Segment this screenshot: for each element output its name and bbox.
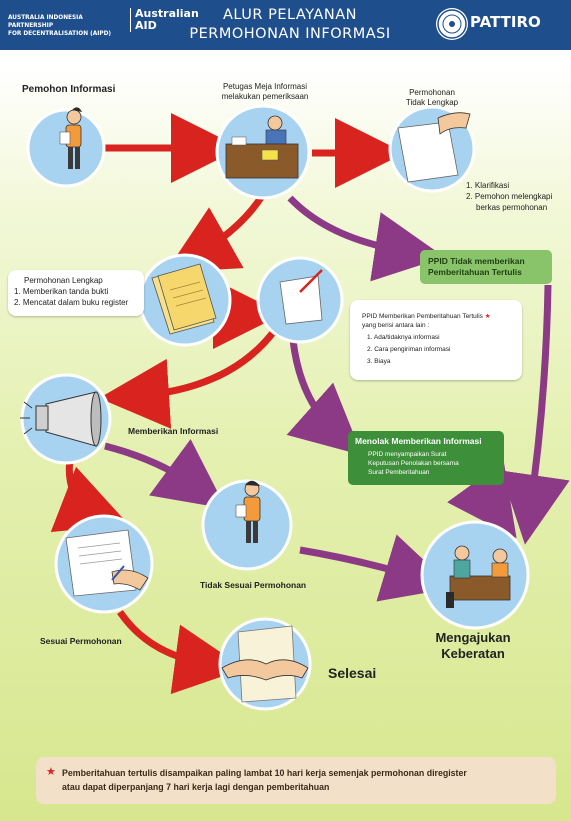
circle-pemohon: [26, 108, 106, 188]
keberatan-line-2: Keberatan: [441, 646, 505, 661]
klarifikasi-list: 1. Klarifikasi 2. Pemohon melengkapi ber…: [466, 180, 552, 213]
seal-icon: [437, 9, 467, 39]
label-tidak-sesuai: Tidak Sesuai Permohonan: [200, 580, 307, 590]
pattiro-logo-text: PATTIRO: [470, 13, 541, 31]
label-tidak-lengkap: Permohonan Tidak Lengkap: [396, 88, 468, 108]
partner-logo-text: AUSTRALIA INDONESIA PARTNERSHIP FOR DECE…: [8, 14, 128, 38]
footnote-box: ★ Pemberitahuan tertulis disampaikan pal…: [36, 757, 556, 804]
label-pemohon: Pemohon Informasi: [22, 84, 116, 95]
ppid-item-1: 1. Ada/tidaknya informasi: [367, 334, 440, 341]
pattiro-seal-logo: [436, 8, 468, 40]
pen-paper-icon: [279, 269, 323, 325]
klarifikasi-item-2a: 2. Pemohon melengkapi: [466, 192, 553, 201]
ppid-tidak-line-1: PPID Tidak memberikan: [428, 256, 525, 266]
arrow-memberikan-to-tidak-sesuai: [104, 439, 227, 509]
circle-keberatan: [420, 520, 530, 630]
menolak-line-1: PPID menyampaikan Surat: [368, 451, 447, 458]
objection-meeting-icon: [446, 545, 511, 608]
ppid-tidak-line-2: Pemberitahuan Tertulis: [428, 267, 522, 277]
ppid-memberikan-title: PPID Memberikan Pemberitahuan Tertulis ★: [362, 312, 491, 321]
klarifikasi-item-1: 1. Klarifikasi: [466, 181, 510, 190]
arrow-petugas-to-lengkap: [165, 194, 265, 273]
tidak-lengkap-line-2: Tidak Lengkap: [405, 98, 459, 107]
person-unsatisfied-icon: [235, 480, 261, 543]
tidak-lengkap-line-1: Permohonan: [409, 88, 455, 97]
arrow-petugas-to-ppid-tidak: [287, 195, 445, 282]
lengkap-callout: Permohonan Lengkap 1. Memberikan tanda b…: [8, 270, 144, 316]
arrow-tidak-sesuai-to-keberatan: [299, 534, 454, 602]
footnote-line-1: Pemberitahuan tertulis disampaikan palin…: [62, 768, 467, 778]
footnote-line-2: atau dapat diperpanjang 7 hari kerja lag…: [62, 782, 330, 792]
label-keberatan: Mengajukan Keberatan: [418, 630, 528, 662]
megaphone-icon: [20, 391, 102, 447]
label-selesai: Selesai: [328, 665, 377, 681]
ppid-isi: yang berisi antara lain :: [362, 322, 430, 329]
ppid-item-3: 3. Biaya: [367, 358, 391, 365]
partner-line-2: FOR DECENTRALISATION (AIPD): [8, 31, 112, 37]
lengkap-item-2: 2. Mencatat dalam buku register: [14, 298, 129, 307]
ppid-item-2: 2. Cara pengiriman informasi: [367, 346, 451, 353]
header-bar: AUSTRALIA INDONESIA PARTNERSHIP FOR DECE…: [0, 0, 571, 50]
footnote-text: Pemberitahuan tertulis disampaikan palin…: [62, 766, 467, 794]
page-title: ALUR PELAYANAN PERMOHONAN INFORMASI: [180, 6, 400, 44]
red-arrows: [50, 113, 405, 695]
ppid-tidak-box: PPID Tidak memberikan Pemberitahuan Tert…: [420, 250, 552, 284]
title-line-2: PERMOHONAN INFORMASI: [189, 26, 391, 42]
label-memberikan-informasi: Memberikan Informasi: [128, 426, 219, 436]
menolak-title: Menolak Memberikan Informasi: [355, 436, 482, 446]
desk-officer-icon: [225, 115, 299, 179]
handshake-scroll-icon: [221, 625, 309, 703]
petugas-line-2: melakukan pemeriksaan: [221, 92, 309, 101]
petugas-line-1: Petugas Meja Informasi: [222, 82, 308, 91]
document-stack-icon: [151, 263, 217, 335]
arrow-ppid-tidak-to-keberatan: [500, 284, 570, 545]
ppid-memberikan-callout: PPID Memberikan Pemberitahuan Tertulis ★…: [350, 300, 522, 380]
klarifikasi-item-2b: berkas permohonan: [476, 203, 548, 212]
menolak-box: Menolak Memberikan Informasi PPID menyam…: [348, 431, 504, 485]
incomplete-document-icon: [397, 112, 471, 183]
arrow-memberikan-to-sesuai: [50, 457, 129, 532]
title-line-1: ALUR PELAYANAN: [223, 7, 357, 23]
star-icon: ★: [484, 313, 491, 320]
arrow-sesuai-to-selesai: [117, 610, 245, 695]
arrow-pencatatan-to-memberikan: [99, 327, 278, 429]
footnote-star-icon: ★: [46, 765, 56, 778]
lengkap-title: Permohonan Lengkap: [24, 276, 103, 285]
keberatan-line-1: Mengajukan: [435, 630, 511, 645]
arrow-pencatatan-to-menolak: [286, 339, 363, 456]
label-sesuai: Sesuai Permohonan: [40, 636, 122, 646]
person-applicant-icon: [59, 107, 82, 169]
signing-document-icon: [65, 529, 149, 597]
aid-line-2: AID: [135, 19, 157, 32]
menolak-line-2: Keputusan Penolakan bersama: [368, 460, 459, 467]
label-petugas: Petugas Meja Informasi melakukan pemerik…: [215, 82, 315, 102]
menolak-line-3: Surat Pemberitahuan: [368, 469, 430, 476]
aid-line-1: Australian: [135, 7, 199, 20]
lengkap-item-1: 1. Memberikan tanda bukti: [14, 287, 109, 296]
australian-aid-logo: Australian AID: [130, 8, 199, 32]
partner-line-1: AUSTRALIA INDONESIA PARTNERSHIP: [8, 15, 83, 29]
ppid-memberikan-text: PPID Memberikan Pemberitahuan Tertulis: [362, 313, 483, 320]
